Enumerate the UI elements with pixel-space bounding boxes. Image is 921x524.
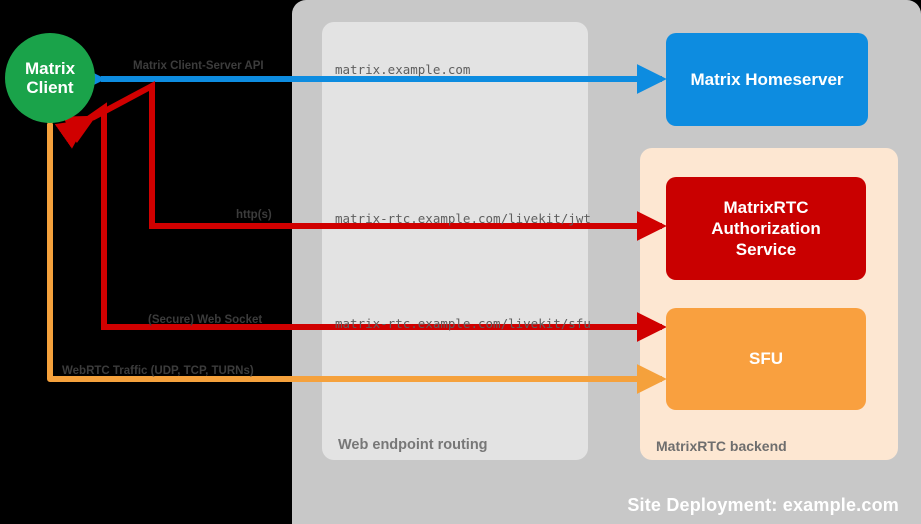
- edge-label-webrtc-traffic: WebRTC Traffic (UDP, TCP, TURNs): [62, 365, 254, 377]
- endpoint-label-livekit-jwt: matrix-rtc.example.com/livekit/jwt: [335, 211, 591, 226]
- auth-line3: Service: [735, 240, 797, 260]
- edge-label-web-socket: (Secure) Web Socket: [148, 314, 263, 326]
- node-sfu[interactable]: SFU: [666, 308, 866, 410]
- edge-label-client-server-api: Matrix Client-Server API: [133, 60, 264, 72]
- edge-label-https: http(s): [236, 209, 272, 221]
- web-endpoint-routing-panel: [322, 22, 588, 460]
- matrix-client-line2: Client: [26, 78, 74, 97]
- node-matrixrtc-authorization-service[interactable]: MatrixRTC Authorization Service: [666, 177, 866, 280]
- node-matrix-client[interactable]: Matrix Client: [5, 33, 95, 123]
- web-endpoint-routing-label: Web endpoint routing: [338, 437, 488, 453]
- matrix-client-line1: Matrix: [24, 58, 76, 78]
- endpoint-label-matrix-example-com: matrix.example.com: [335, 62, 471, 77]
- sfu-label: SFU: [749, 349, 783, 368]
- matrixrtc-backend-label: MatrixRTC backend: [656, 438, 787, 454]
- auth-line2: Authorization: [711, 218, 821, 238]
- node-matrix-homeserver[interactable]: Matrix Homeserver: [666, 33, 868, 126]
- auth-line1: MatrixRTC: [723, 197, 809, 217]
- endpoint-label-livekit-sfu: matrix-rtc.example.com/livekit/sfu: [335, 316, 591, 331]
- site-deployment-label: Site Deployment: example.com: [627, 495, 899, 515]
- homeserver-label: Matrix Homeserver: [690, 69, 844, 89]
